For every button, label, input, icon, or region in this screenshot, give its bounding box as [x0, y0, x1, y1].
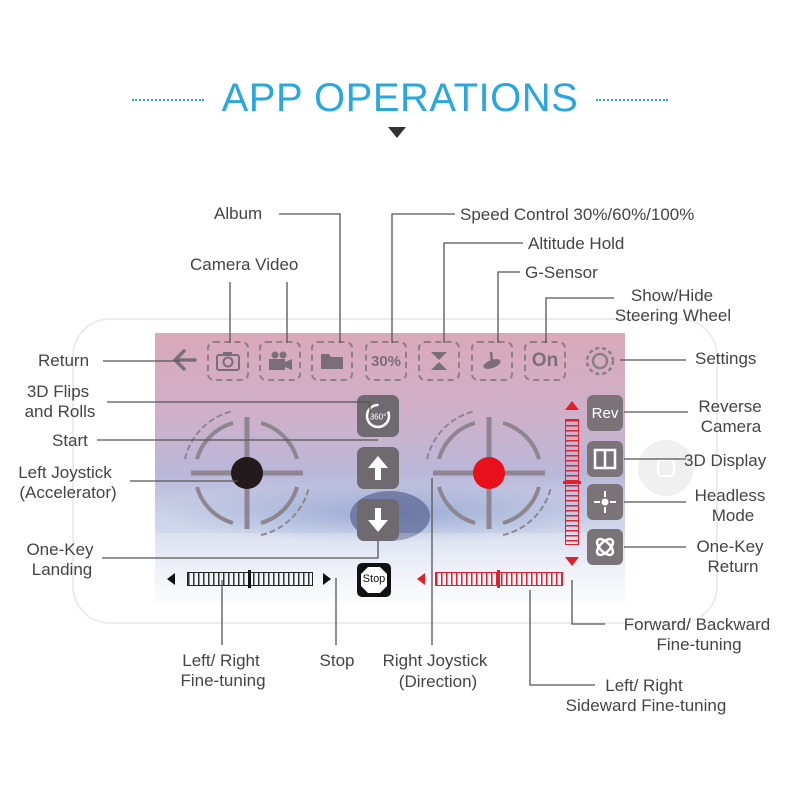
arrow-down-icon [368, 508, 388, 532]
page-title: APP OPERATIONS [221, 76, 579, 120]
steering-wheel-toggle[interactable]: On [524, 341, 566, 381]
label-left-joystick-2: (Accelerator) [19, 483, 117, 502]
3d-display-button[interactable] [587, 441, 623, 477]
toggle-value: On [531, 350, 559, 371]
altitude-hold-button[interactable] [418, 341, 460, 381]
start-button[interactable] [357, 447, 399, 489]
label-left-joystick-1: Left Joystick [18, 463, 112, 482]
speed-button[interactable]: 30% [365, 341, 407, 381]
label-reverse-camera-2: Camera [700, 417, 762, 436]
label-altitude-hold: Altitude Hold [528, 234, 625, 253]
left-joystick-knob[interactable] [231, 457, 263, 489]
album-button[interactable] [311, 341, 353, 381]
g-sensor-icon [483, 351, 501, 369]
split-screen-icon [593, 448, 617, 470]
label-lr-tuning-2: Fine-tuning [180, 671, 266, 690]
label-sideward-tuning-1: Left/ Right [605, 676, 683, 695]
left-trim-marker [248, 570, 251, 588]
flip-360-icon: 360° [365, 403, 391, 429]
one-key-return-button[interactable] [587, 529, 623, 565]
camera-button[interactable] [207, 341, 249, 381]
label-flips-2: and Rolls [24, 402, 96, 421]
side-trim-left-arrow[interactable] [417, 573, 425, 585]
forward-backward-trim-bar[interactable] [563, 419, 581, 545]
label-start: Start [52, 431, 88, 450]
return-icon [595, 537, 615, 557]
left-trim-right-arrow[interactable] [323, 573, 331, 585]
fb-trim-up-arrow[interactable] [565, 401, 579, 410]
label-3d-display: 3D Display [684, 451, 767, 470]
label-show-hide-2: Steering Wheel [614, 306, 732, 325]
label-landing-1: One-Key [26, 540, 94, 559]
label-headless-1: Headless [694, 486, 766, 505]
label-g-sensor: G-Sensor [525, 263, 598, 282]
title-dash-left [132, 99, 204, 101]
folder-icon [321, 354, 343, 369]
label-right-joystick-1: Right Joystick [382, 651, 488, 670]
label-landing-2: Landing [31, 560, 93, 579]
label-onekey-return-2: Return [707, 557, 759, 576]
left-joystick[interactable] [177, 403, 317, 543]
video-camera-icon [269, 351, 292, 370]
stop-label: Stop [362, 573, 386, 585]
label-album: Album [214, 204, 263, 223]
settings-button[interactable] [579, 341, 621, 381]
label-stop: Stop [319, 651, 355, 670]
speed-value: 30% [370, 352, 402, 370]
label-return: Return [38, 351, 90, 370]
label-headless-2: Mode [711, 506, 755, 525]
video-button[interactable] [259, 341, 301, 381]
phone-home-button [638, 440, 694, 496]
label-flips-1: 3D Flips [26, 382, 90, 401]
reverse-label: Rev [591, 404, 619, 422]
label-lr-tuning-1: Left/ Right [182, 651, 260, 670]
stop-button[interactable]: Stop [357, 563, 391, 597]
label-sideward-tuning-2: Sideward Fine-tuning [565, 696, 727, 715]
fb-trim-marker [563, 481, 581, 484]
chevron-down-icon [388, 127, 406, 138]
landing-button[interactable] [357, 499, 399, 541]
label-reverse-camera-1: Reverse [698, 397, 762, 416]
stop-octagon-icon [361, 567, 387, 593]
side-trim-marker [497, 570, 500, 588]
gear-icon [585, 346, 615, 376]
g-sensor-button[interactable] [471, 341, 513, 381]
fb-trim-down-arrow[interactable] [565, 557, 579, 566]
title-dash-right [596, 99, 668, 101]
label-fb-tuning-2: Fine-tuning [656, 635, 742, 654]
label-show-hide-1: Show/Hide [630, 286, 714, 305]
left-right-trim-bar[interactable] [187, 570, 313, 588]
label-right-joystick-2: (Direction) [398, 672, 478, 691]
headless-mode-button[interactable] [587, 484, 623, 520]
reverse-camera-button[interactable]: Rev [587, 395, 623, 431]
left-trim-left-arrow[interactable] [167, 573, 175, 585]
label-fb-tuning-1: Forward/ Backward [623, 615, 771, 634]
arrow-up-icon [368, 456, 388, 480]
label-camera-video: Camera Video [190, 255, 299, 274]
altitude-hold-icon [431, 352, 447, 370]
right-joystick[interactable] [419, 403, 559, 543]
label-settings: Settings [695, 349, 757, 368]
right-joystick-knob[interactable] [473, 457, 505, 489]
svg-text:360°: 360° [370, 413, 387, 422]
camera-icon [216, 352, 240, 371]
headless-icon [594, 491, 616, 513]
label-speed-control: Speed Control 30%/60%/100% [460, 205, 695, 224]
label-onekey-return-1: One-Key [696, 537, 764, 556]
sideward-trim-bar[interactable] [435, 570, 563, 588]
